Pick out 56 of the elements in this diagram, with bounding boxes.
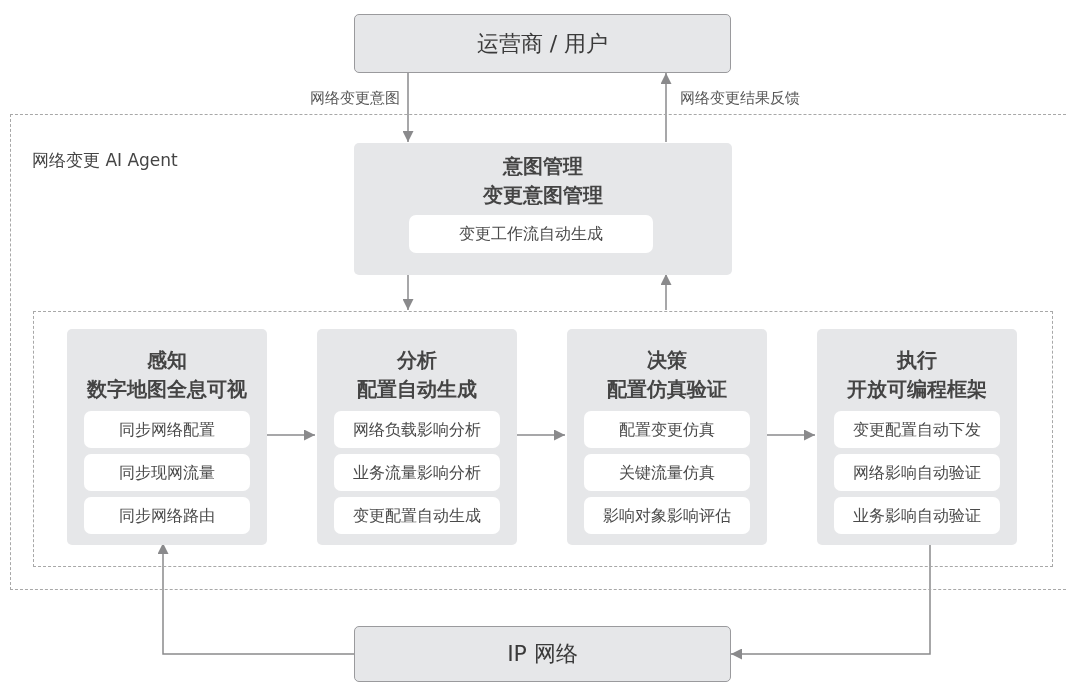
function-pill [834, 411, 1000, 448]
group-title: 网络变更 AI Agent [32, 149, 178, 172]
stage-group-region [33, 311, 1053, 567]
card-subtitle: 变更意图管理 [483, 183, 603, 209]
function-pill [834, 454, 1000, 491]
function-label: 影响对象影响评估 [603, 505, 731, 526]
function-pill [84, 411, 250, 448]
card-title: 分析 [397, 348, 437, 374]
function-label: 同步网络配置 [119, 419, 215, 440]
function-pill [834, 497, 1000, 534]
arrow [660, 273, 672, 311]
function-label: 网络影响自动验证 [853, 462, 981, 483]
function-label: 变更配置自动生成 [353, 505, 481, 526]
function-pill [84, 454, 250, 491]
function-pill [584, 497, 750, 534]
function-pill [584, 454, 750, 491]
function-label: 关键流量仿真 [619, 462, 715, 483]
function-pill [334, 497, 500, 534]
function-pill [334, 411, 500, 448]
function-pill [409, 215, 653, 253]
card-title: 执行 [897, 348, 937, 374]
edge-label: 网络变更意图 [310, 89, 400, 108]
function-pill [584, 411, 750, 448]
arrow [157, 542, 355, 655]
card-title: 意图管理 [503, 154, 583, 180]
function-label: 变更工作流自动生成 [459, 223, 603, 245]
function-label: 配置变更仿真 [619, 419, 715, 440]
stage-card [67, 329, 267, 545]
card-title: 决策 [647, 348, 687, 374]
arrow [660, 72, 672, 143]
intent-management-card [354, 143, 732, 275]
function-label: 同步现网流量 [119, 462, 215, 483]
stage-card [817, 329, 1017, 545]
card-title: 感知 [147, 348, 187, 374]
card-subtitle: 配置仿真验证 [607, 377, 727, 403]
function-label: 网络负载影响分析 [353, 419, 481, 440]
card-subtitle: 数字地图全息可视 [87, 377, 247, 403]
entity-label: 运营商 / 用户 [476, 29, 609, 58]
card-subtitle: 配置自动生成 [357, 377, 477, 403]
function-pill [334, 454, 500, 491]
entity-label: IP 网络 [507, 640, 578, 668]
edge-label: 网络变更结果反馈 [680, 89, 800, 108]
function-label: 业务影响自动验证 [853, 505, 981, 526]
function-label: 同步网络路由 [119, 505, 215, 526]
stage-card [567, 329, 767, 545]
function-pill [84, 497, 250, 534]
arrow [402, 72, 414, 143]
agent-group-region [10, 114, 1066, 590]
arrow [402, 273, 414, 311]
entity-box [354, 626, 731, 682]
arrow [730, 542, 931, 660]
entity-box [354, 14, 731, 73]
card-subtitle: 开放可编程框架 [847, 377, 987, 403]
function-label: 变更配置自动下发 [853, 419, 981, 440]
function-label: 业务流量影响分析 [353, 462, 481, 483]
stage-card [317, 329, 517, 545]
